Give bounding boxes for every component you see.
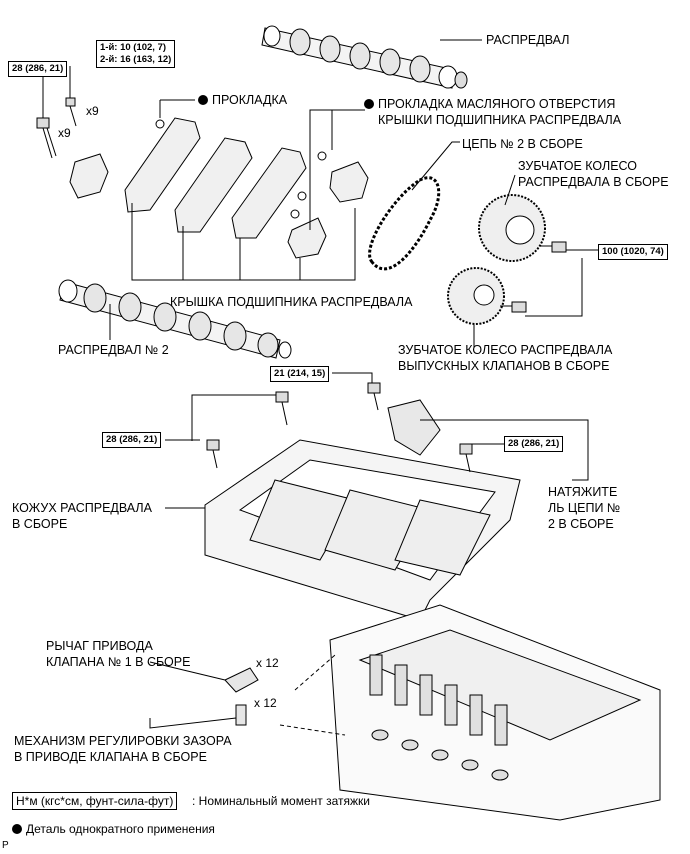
- legend-torque-desc: : Номинальный момент затяжки: [192, 794, 370, 808]
- bearing-caps-drawing: [69, 117, 369, 259]
- leader-lines: [42, 39, 600, 348]
- torque-box-housing-left: 28 (286, 21): [102, 432, 162, 448]
- single-use-dot-icon: [198, 95, 208, 105]
- label-exhaust-sprocket-line2: ВЫПУСКНЫХ КЛАПАНОВ В СБОРЕ: [398, 359, 610, 373]
- camshaft-housing-drawing: [165, 439, 521, 621]
- label-adjuster-line1: МЕХАНИЗМ РЕГУЛИРОВКИ ЗАЗОРА: [14, 734, 232, 748]
- label-oil-hole-gasket: ПРОКЛАДКА МАСЛЯНОГО ОТВЕРСТИЯ: [364, 96, 615, 112]
- single-use-dot-icon: [364, 99, 374, 109]
- label-tensioner-line2: ЛЬ ЦЕПИ №: [548, 501, 621, 515]
- label-tensioner-line3: 2 В СБОРЕ: [548, 517, 614, 531]
- single-use-dot-icon: [12, 824, 22, 834]
- legend-single-use: Деталь однократного применения: [12, 822, 215, 836]
- label-rocker-line1: РЫЧАГ ПРИВОДА: [46, 639, 153, 653]
- label-sprocket-line1: ЗУБЧАТОЕ КОЛЕСО: [518, 159, 638, 173]
- rocker-adjuster-drawing: [149, 661, 259, 729]
- quantity-x12-rocker: x 12: [256, 656, 279, 670]
- label-bearing-cap: КРЫШКА ПОДШИПНИКА РАСПРЕДВАЛА: [170, 295, 413, 309]
- camshaft-2-drawing: [58, 279, 292, 359]
- label-housing-line1: КОЖУХ РАСПРЕДВАЛА: [12, 501, 152, 515]
- chain-drawing: [368, 176, 441, 271]
- tensioner-drawing: [387, 399, 589, 481]
- quantity-x9-top: x9: [86, 104, 99, 118]
- quantity-x9-bottom: x9: [58, 126, 71, 140]
- torque-box-tensioner-bolt: 21 (214, 15): [270, 366, 330, 382]
- quantity-x12-adjuster: x 12: [254, 696, 277, 710]
- legend-single-use-text: Деталь однократного применения: [26, 822, 215, 836]
- sprockets-drawing: [447, 194, 567, 325]
- label-tensioner-line1: НАТЯЖИТЕ: [548, 485, 618, 499]
- label-sprocket-line2: РАСПРЕДВАЛА В СБОРЕ: [518, 175, 669, 189]
- label-camshaft: РАСПРЕДВАЛ: [486, 33, 570, 47]
- label-gasket: ПРОКЛАДКА: [198, 92, 287, 108]
- torque-step-1: 1-й: 10 (102, 7): [100, 42, 167, 53]
- legend-torque-unit: Н*м (кгс*см, фунт-сила-фут): [12, 792, 178, 810]
- torque-box-sprocket-bolt: 100 (1020, 74): [598, 244, 668, 260]
- label-gasket-text: ПРОКЛАДКА: [212, 93, 288, 107]
- label-rocker-line2: КЛАПАНА № 1 В СБОРЕ: [46, 655, 191, 669]
- cylinder-head-drawing: [279, 604, 661, 821]
- torque-box-housing-right: 28 (286, 21): [504, 436, 564, 452]
- label-exhaust-sprocket-line1: ЗУБЧАТОЕ КОЛЕСО РАСПРЕДВАЛА: [398, 343, 613, 357]
- label-oil-hole-gasket-line1: ПРОКЛАДКА МАСЛЯНОГО ОТВЕРСТИЯ: [378, 97, 616, 111]
- torque-box-cap-bolt: 28 (286, 21): [8, 61, 68, 77]
- label-oil-hole-gasket-line2: КРЫШКИ ПОДШИПНИКА РАСПРЕДВАЛА: [378, 113, 622, 127]
- label-camshaft-2: РАСПРЕДВАЛ № 2: [58, 343, 169, 357]
- torque-box-two-step: 1-й: 10 (102, 7) 2-й: 16 (163, 12): [96, 40, 176, 68]
- torque-step-2: 2-й: 16 (163, 12): [100, 54, 172, 65]
- camshaft-drawing: [261, 25, 468, 89]
- cap-bolts-drawing: [36, 97, 77, 159]
- corner-mark: P: [2, 840, 9, 851]
- label-adjuster-line2: В ПРИВОДЕ КЛАПАНА В СБОРЕ: [14, 750, 207, 764]
- label-chain-2: ЦЕПЬ № 2 В СБОРЕ: [462, 137, 583, 151]
- label-housing-line2: В СБОРЕ: [12, 517, 68, 531]
- housing-bolts-drawing: [165, 372, 505, 473]
